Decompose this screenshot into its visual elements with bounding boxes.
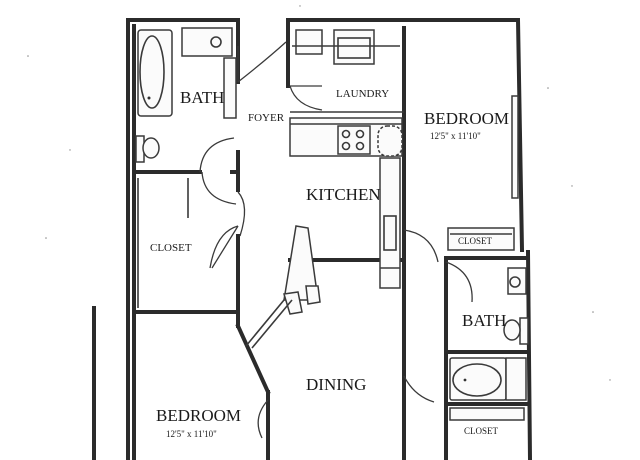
closet-left-label: CLOSET [150,242,192,254]
bedroom-bottom-dimensions: 12'5" x 11'10" [166,429,217,439]
bath-counter [223,57,237,119]
refrigerator [377,125,403,157]
window-right [511,95,519,199]
toilet-top [135,135,160,163]
foyer-label: FOYER [248,112,285,124]
bedroom-right-label: BEDROOM [424,109,509,128]
stove [337,125,371,155]
kitchen-label: KITCHEN [306,185,381,204]
toilet-right [503,317,529,345]
kitchen-counter-right [379,157,401,289]
bathtub-top [137,29,173,117]
interior-walls [132,111,530,460]
closet-right-bottom-label: CLOSET [464,426,499,436]
bedroom-right-dimensions: 12'5" x 11'10" [430,131,481,141]
bath-top-label: BATH [180,88,224,107]
closet-right-top-label: CLOSET [458,236,493,246]
dining-label: DINING [306,375,366,394]
bathtub-right [449,357,507,401]
closet-right-bottom-rod [449,407,525,421]
exterior-walls [92,18,533,460]
bedroom-bottom-label: BEDROOM [156,406,241,425]
kitchen-island [245,225,321,349]
sink-right [507,267,527,295]
laundry-label: LAUNDRY [336,88,389,100]
sink-top [181,27,233,57]
scan-specks [27,5,611,381]
closet-right-top [447,227,515,251]
bath-right-label: BATH [462,311,506,330]
linen-shelf [505,357,527,401]
door-swings [199,41,473,439]
laundry-machines [292,29,400,65]
